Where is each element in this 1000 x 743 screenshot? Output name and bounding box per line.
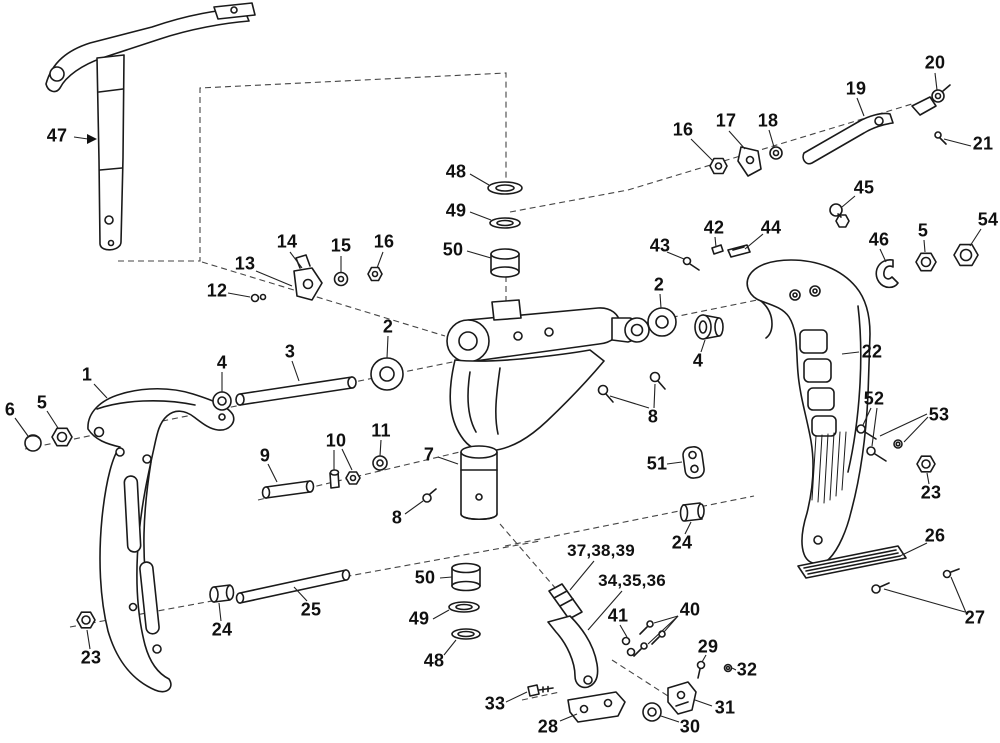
seal-stack-bottom-50-49-48 [448, 562, 481, 640]
screw-pin-keeper-42-43-44 [682, 244, 751, 271]
bushing-24-right [679, 502, 705, 522]
seal-stack-top-48-49-50 [487, 181, 523, 278]
tilt-tube-assembly-2-3-4 [212, 357, 404, 411]
screws-52-53 [856, 424, 903, 462]
screw-8-lower [422, 488, 437, 503]
nut-23-right [916, 455, 936, 473]
clip-nuts-46-5-54 [875, 243, 979, 289]
screws-8-upper [597, 371, 666, 403]
nut-23-left [76, 611, 96, 629]
steering-arm-47 [45, 2, 256, 251]
screws-27 [871, 568, 960, 594]
tilt-lever-assembly-16-21 [709, 84, 951, 177]
washer-bushing-right-2-4 [647, 307, 724, 340]
pin-bracket-hardware-12-16 [250, 254, 383, 303]
plate-51 [682, 445, 705, 479]
steering-link-assembly-28-41 [527, 583, 733, 723]
stern-bracket-starboard-22 [746, 259, 871, 565]
fitting-45 [829, 203, 850, 228]
tube-fittings-9-10-11 [261, 455, 388, 499]
nuts-left-5-6 [24, 427, 73, 452]
stern-bracket-port-1 [87, 388, 235, 693]
bushing-24-left [209, 584, 235, 603]
rod-25 [235, 569, 351, 604]
anode-plate-26 [797, 545, 907, 579]
swivel-bracket-7 [446, 299, 650, 521]
leader-lines [14, 72, 982, 723]
